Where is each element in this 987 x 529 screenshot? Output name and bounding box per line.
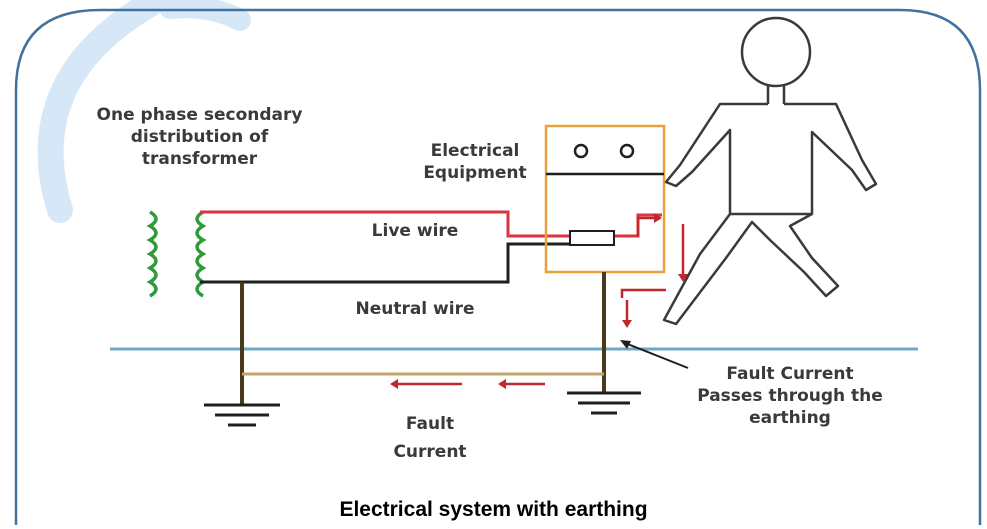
transformer-label-line-1: One phase secondary	[96, 105, 303, 125]
live-wire-label: Live wire	[371, 221, 459, 241]
diagram-frame	[14, 8, 982, 525]
transformer	[146, 210, 207, 298]
earth-poles	[240, 272, 606, 404]
equipment-label-line-1: Electrical	[430, 141, 520, 161]
earth-symbol-left	[204, 403, 280, 427]
fault-current-earthing-line-1: Fault Current	[726, 364, 854, 384]
person-neck	[766, 86, 786, 104]
transformer-label-line-3: transformer	[141, 149, 258, 169]
socket-hole-right	[619, 143, 635, 159]
fault-current-arrows	[394, 216, 685, 386]
primary-coil	[146, 210, 158, 298]
earth-symbol-right	[567, 391, 641, 415]
fault-arrow-left	[620, 288, 666, 298]
fault-current-earthing-line-3: earthing	[749, 408, 831, 428]
live-wire	[200, 210, 570, 238]
neutral-wire-label: Neutral wire	[355, 299, 475, 319]
fault-current-label-line-2: Current	[393, 442, 467, 462]
diagram-caption: Electrical system with earthing	[339, 498, 648, 521]
transformer-label-line-2: distribution of	[130, 127, 269, 147]
neutral-wire	[200, 242, 570, 284]
electrical-equipment	[544, 124, 666, 274]
person-body	[662, 102, 878, 326]
watermark-arc-outer	[37, 0, 163, 223]
equipment-label-line-2: Equipment	[423, 163, 527, 183]
person-figure	[662, 16, 878, 326]
fault-arrowheads	[390, 213, 688, 389]
person-head	[740, 16, 812, 88]
socket-hole-left	[573, 143, 589, 159]
earthing-pointer	[620, 340, 689, 369]
fault-current-label-line-1: Fault	[405, 414, 455, 434]
transformer-label: One phase secondary distribution of tran…	[72, 104, 327, 170]
equipment-label: Electrical Equipment	[410, 140, 540, 184]
fault-arrow-into-equipment	[636, 216, 658, 236]
fault-current-earthing-line-2: Passes through the	[697, 386, 883, 406]
fault-element	[569, 230, 615, 246]
fault-current-earthing-label: Fault Current Passes through the earthin…	[690, 363, 890, 429]
fault-current-label: Fault Current	[380, 410, 480, 466]
